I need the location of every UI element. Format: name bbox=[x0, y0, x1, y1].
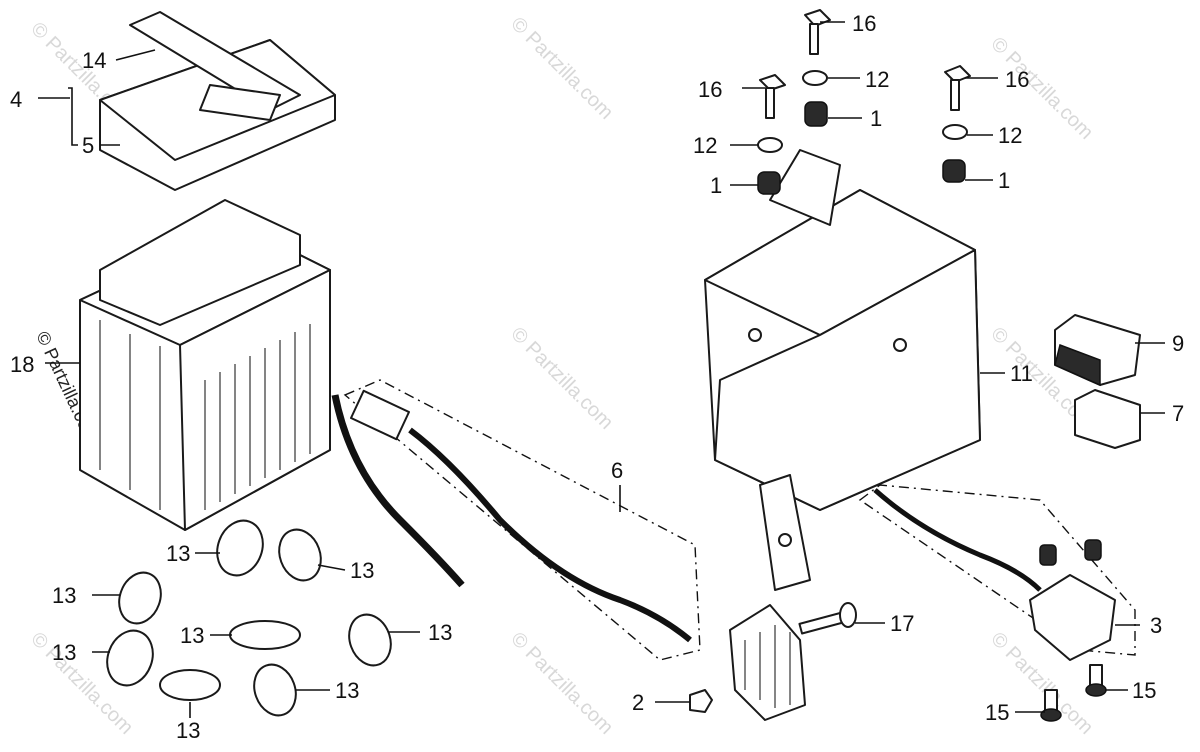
callout-13: 13 bbox=[176, 718, 200, 743]
callout-13: 13 bbox=[52, 640, 76, 665]
callout-1-top: 1 bbox=[870, 106, 882, 131]
callout-6: 6 bbox=[611, 458, 623, 483]
battery-part bbox=[79, 199, 331, 531]
washer-12-top bbox=[802, 70, 828, 86]
battery-holder-part bbox=[704, 149, 981, 591]
leader-lines bbox=[38, 21, 1165, 718]
callout-1-left: 1 bbox=[710, 173, 722, 198]
callout-16-left: 16 bbox=[698, 77, 722, 102]
callout-1-right: 1 bbox=[998, 168, 1010, 193]
callout-14: 14 bbox=[82, 48, 106, 73]
collar-1-right bbox=[942, 159, 966, 183]
callout-13: 13 bbox=[180, 623, 204, 648]
callout-13: 13 bbox=[335, 678, 359, 703]
collar-1-left bbox=[757, 171, 781, 195]
callout-16-right: 16 bbox=[1005, 67, 1029, 92]
callout-12-top: 12 bbox=[865, 67, 889, 92]
screw-15-right bbox=[1085, 664, 1107, 697]
battery-cover-part bbox=[99, 11, 336, 191]
hardware-bolt-16-right bbox=[944, 65, 971, 111]
callout-15-right: 15 bbox=[1132, 678, 1156, 703]
callout-13: 13 bbox=[350, 558, 374, 583]
callout-9: 9 bbox=[1172, 331, 1184, 356]
vent-tube bbox=[331, 394, 465, 588]
regulator-part bbox=[858, 484, 1136, 661]
wire-harness-part bbox=[343, 379, 701, 661]
callout-11: 11 bbox=[1010, 361, 1033, 386]
callout-13: 13 bbox=[428, 620, 452, 645]
relay-part bbox=[1054, 314, 1141, 387]
hardware-bolt-16-top bbox=[804, 9, 831, 55]
screw-15-left bbox=[1040, 689, 1062, 722]
callout-12-left: 12 bbox=[693, 133, 717, 158]
rectifier-part bbox=[729, 604, 806, 721]
watermark: © Partzilla.com bbox=[506, 13, 617, 124]
callout-13: 13 bbox=[52, 583, 76, 608]
callout-17: 17 bbox=[890, 611, 914, 636]
callout-18: 18 bbox=[10, 352, 34, 377]
callout-4: 4 bbox=[10, 87, 22, 112]
rubber-cushions-13 bbox=[106, 519, 392, 717]
bolt-17-part bbox=[798, 602, 857, 635]
callout-2: 2 bbox=[632, 690, 644, 715]
relay-cover-part bbox=[1074, 389, 1141, 449]
callout-16-top: 16 bbox=[852, 11, 876, 36]
hardware-bolt-16-left bbox=[759, 74, 786, 119]
callout-3: 3 bbox=[1150, 613, 1162, 638]
callout-labels: 4 14 5 18 16 16 16 12 12 12 1 1 1 9 11 7… bbox=[10, 11, 1184, 743]
watermark: © Partzilla.com bbox=[506, 628, 617, 739]
callout-5: 5 bbox=[82, 133, 94, 158]
washer-12-right bbox=[942, 124, 968, 140]
washer-12-left bbox=[757, 137, 783, 153]
nut-2-part bbox=[689, 689, 713, 713]
callout-15-left: 15 bbox=[985, 700, 1009, 725]
callout-7: 7 bbox=[1172, 401, 1184, 426]
watermark: © Partzilla.com bbox=[506, 323, 617, 434]
callout-12-right: 12 bbox=[998, 123, 1022, 148]
callout-13: 13 bbox=[166, 541, 190, 566]
collar-1-top bbox=[804, 101, 828, 127]
